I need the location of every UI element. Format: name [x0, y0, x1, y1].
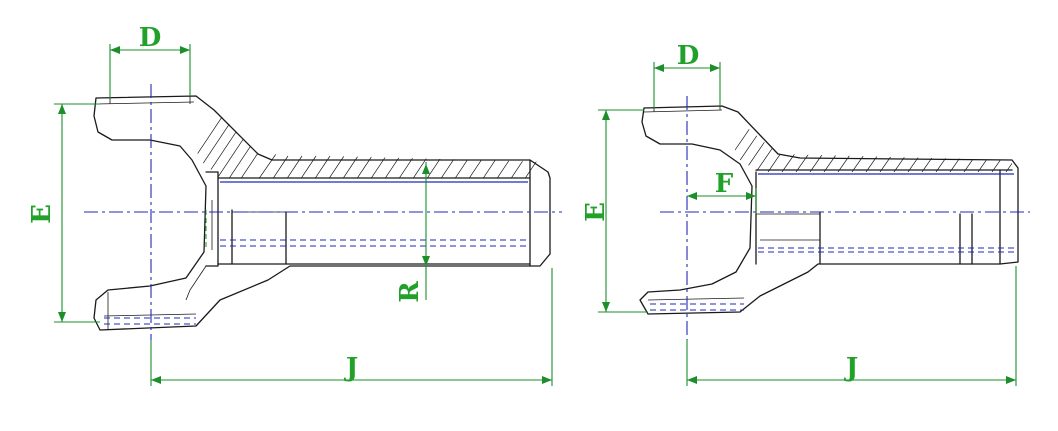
- right-dimension-j: J: [686, 266, 1017, 386]
- right-label-e: E: [581, 202, 611, 222]
- right-shaft-view: D E F J: [581, 41, 1030, 386]
- left-label-j: J: [344, 353, 358, 383]
- left-yoke-outline: [93, 95, 551, 331]
- left-hatching: [190, 90, 541, 178]
- right-dimension-d: D: [653, 41, 721, 108]
- right-dimension-e: E: [581, 109, 648, 313]
- left-dimension-j: J: [150, 268, 553, 386]
- left-label-d: D: [139, 23, 162, 53]
- right-dimension-f: F: [687, 169, 757, 214]
- right-yoke-outline: [639, 105, 1019, 315]
- left-dimension-e: E: [27, 103, 100, 323]
- left-dimension-d: D: [109, 23, 191, 98]
- right-label-f: F: [715, 169, 734, 199]
- left-shaft-view: D E R J: [27, 23, 562, 386]
- right-hatching: [722, 106, 1012, 172]
- left-label-r: R: [395, 281, 425, 303]
- left-label-e: E: [27, 204, 57, 224]
- left-dimension-r: R: [395, 162, 430, 303]
- right-label-j: J: [844, 353, 858, 383]
- right-label-d: D: [677, 41, 700, 71]
